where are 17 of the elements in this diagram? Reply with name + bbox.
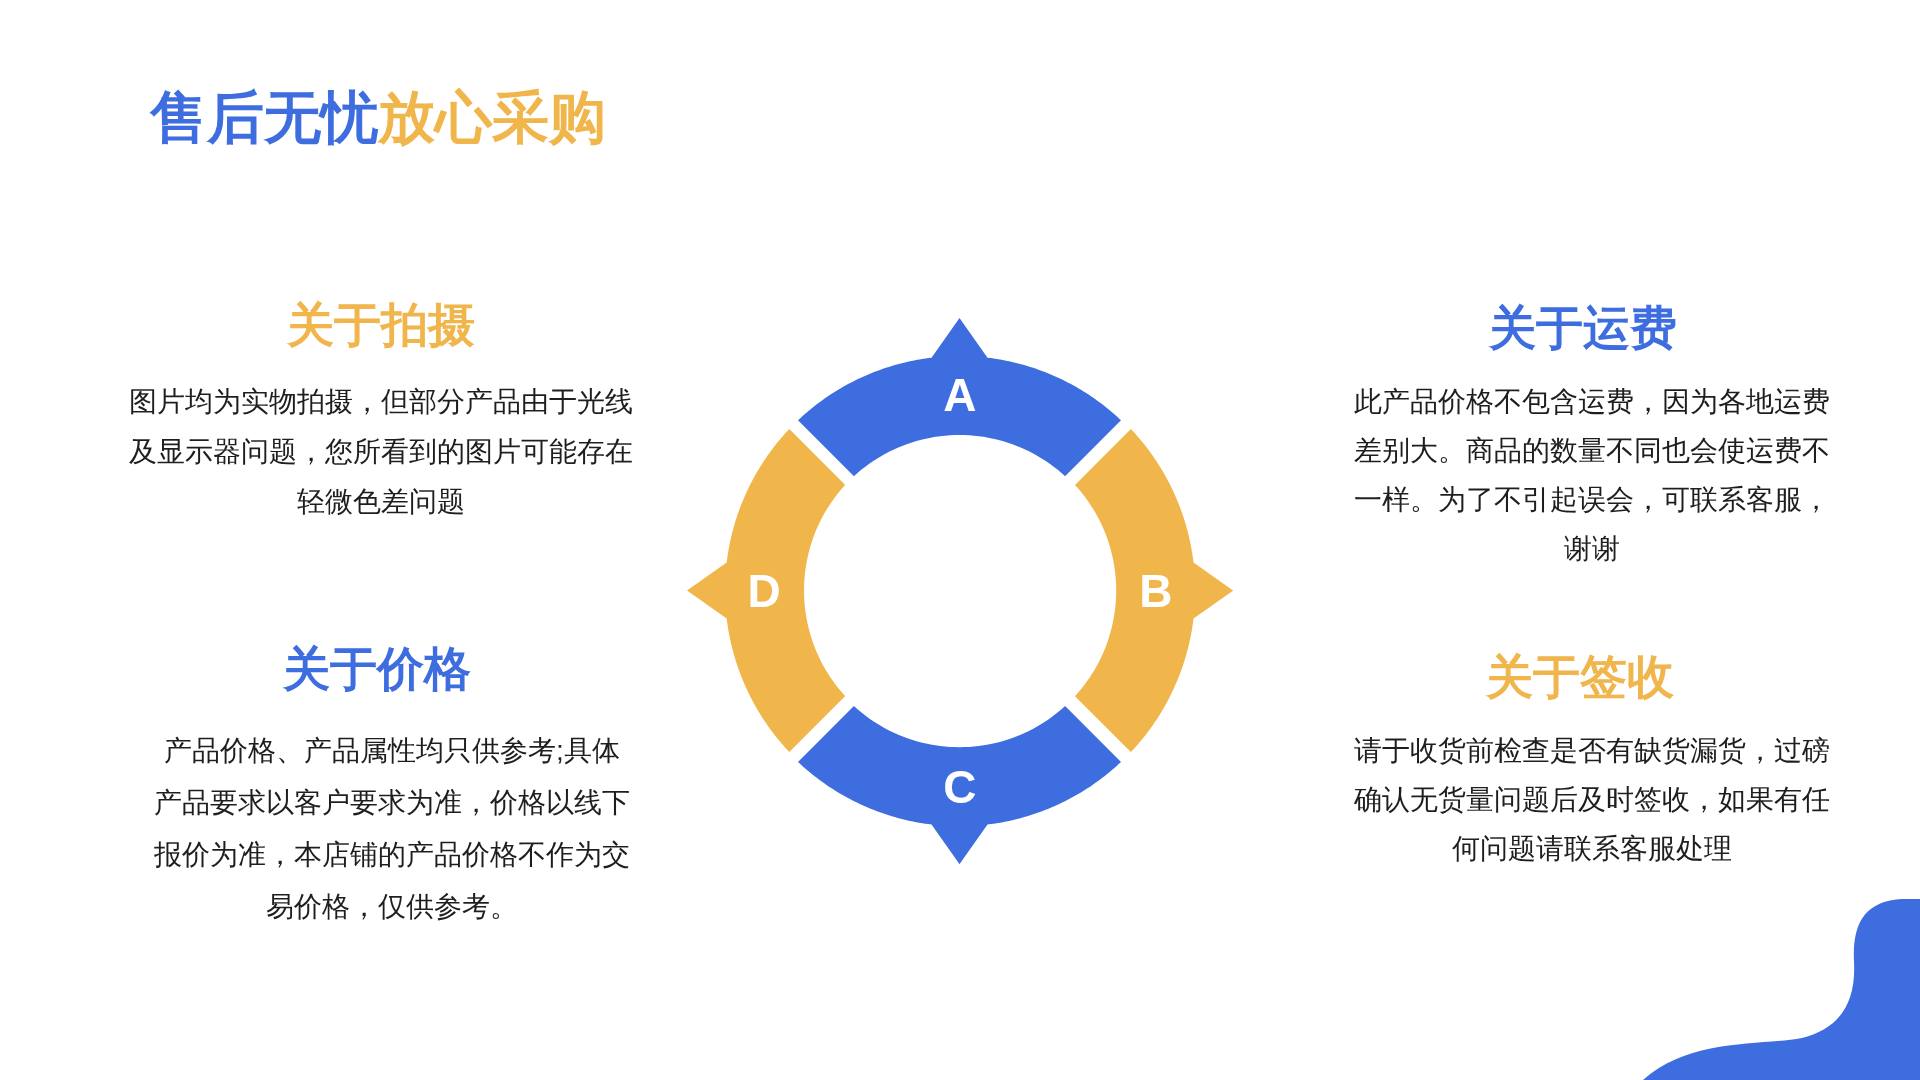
ring-segment [798, 318, 1122, 477]
section-heading: 关于价格 [283, 641, 471, 697]
section-text: 产品价格、产品属性均只供参考;具体产品要求以客户要求为准，价格以线下报价为准，本店铺的产品价格不作为交易价格，仅供参考。 [153, 734, 631, 924]
section-text: 图片均为实物拍摄，但部分产品由于光线及显示器问题，您所看到的图片可能存在轻微色差问题 [128, 385, 634, 519]
section-heading: 关于运费 [1489, 300, 1677, 356]
segment-letter: D [747, 568, 781, 614]
section-text: 请于收货前检查是否有缺货漏货，过磅确认无货量问题后及时签收，如果有任何问题请联系客服处理 [1353, 734, 1831, 866]
title: 售后无忧放心采购 [150, 84, 606, 150]
segment-letter: C [943, 764, 977, 810]
segment-letter: A [943, 372, 977, 418]
section-heading: 关于签收 [1486, 649, 1674, 705]
ring-segment [1074, 429, 1233, 753]
segment-letter: B [1139, 568, 1173, 614]
section-text: 此产品价格不包含运费，因为各地运费差别大。商品的数量不同也会使运费不一样。为了不引起误会，可联系客服，谢谢 [1353, 385, 1831, 566]
section-heading: 关于拍摄 [287, 297, 475, 353]
ring-segment [687, 429, 846, 753]
ring-segment [798, 705, 1122, 864]
